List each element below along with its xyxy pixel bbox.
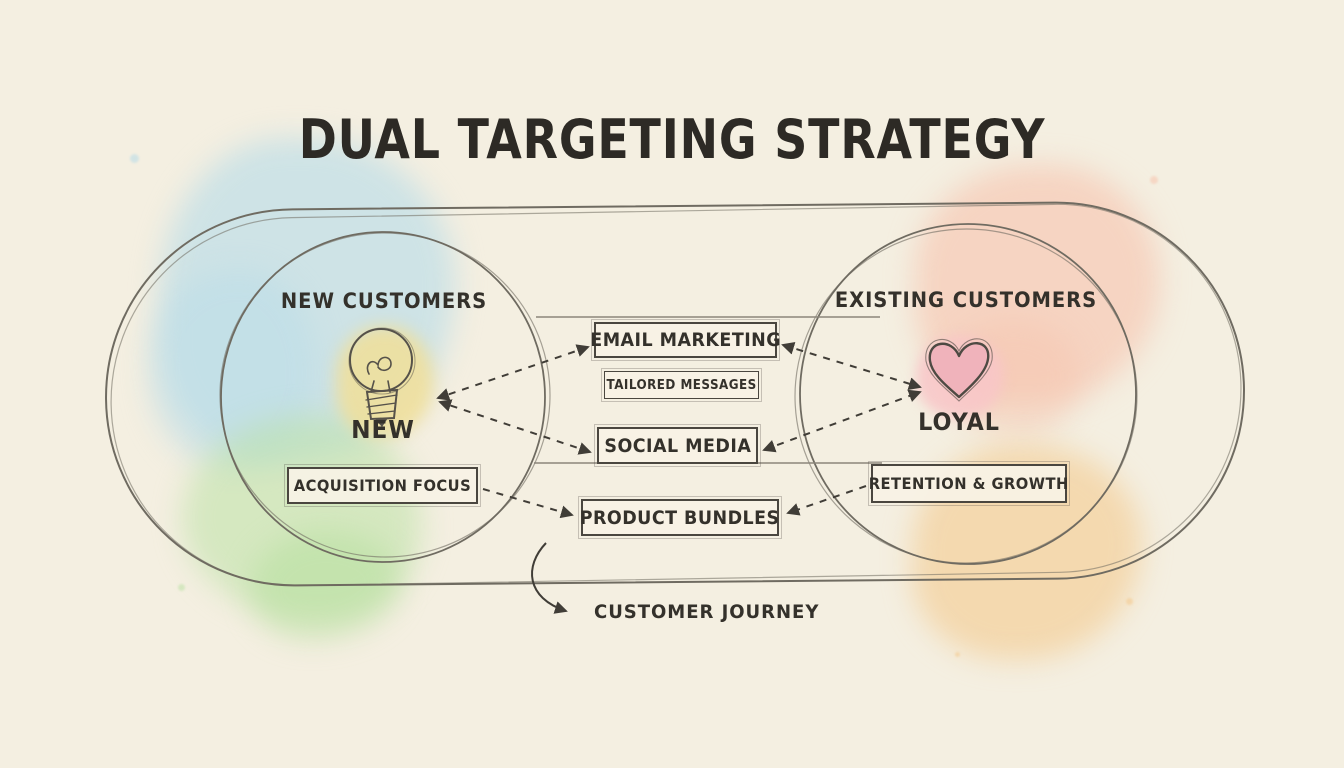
paint-speck bbox=[955, 652, 960, 657]
email-marketing-label: EMAIL MARKETING bbox=[590, 329, 781, 351]
paint-speck bbox=[178, 584, 185, 591]
page-title: DUAL TARGETING STRATEGY bbox=[298, 108, 1046, 171]
new-customers-heading: NEW CUSTOMERS bbox=[280, 289, 488, 313]
acquisition-focus-box: ACQUISITION FOCUS bbox=[284, 464, 481, 507]
social-media-box: SOCIAL MEDIA bbox=[594, 424, 761, 467]
acquisition-focus-label: ACQUISITION FOCUS bbox=[293, 476, 472, 495]
retention-growth-label: RETENTION & GROWTH bbox=[868, 474, 1070, 493]
arrow-heart-social bbox=[762, 389, 922, 453]
existing-customers-circle bbox=[794, 223, 1138, 565]
arrow-ret-bundles bbox=[786, 485, 867, 516]
product-bundles-box: PRODUCT BUNDLES bbox=[578, 496, 782, 539]
paint-speck bbox=[1126, 598, 1133, 605]
paint-speck bbox=[130, 154, 139, 163]
tailored-messages-box: TAILORED MESSAGES bbox=[601, 368, 762, 402]
retention-growth-box: RETENTION & GROWTH bbox=[868, 461, 1070, 506]
arrow-acq-bundles bbox=[482, 488, 574, 519]
arrow-bulb-social bbox=[438, 399, 592, 455]
arrow-bulb-email bbox=[436, 344, 590, 401]
lightbulb-icon bbox=[348, 327, 416, 427]
connector-arrows bbox=[436, 342, 922, 519]
tailored-messages-label: TAILORED MESSAGES bbox=[606, 377, 757, 393]
arrow-heart-email bbox=[781, 342, 922, 390]
customer-journey-label: CUSTOMER JOURNEY bbox=[594, 601, 820, 623]
email-marketing-box: EMAIL MARKETING bbox=[590, 319, 780, 361]
heart-icon bbox=[925, 338, 993, 402]
existing-customers-heading: EXISTING CUSTOMERS bbox=[834, 288, 1098, 312]
journey-arrow bbox=[531, 542, 568, 614]
loyal-label: LOYAL bbox=[918, 408, 1000, 436]
outer-loop-outline bbox=[105, 201, 1245, 587]
social-media-label: SOCIAL MEDIA bbox=[604, 434, 751, 457]
new-label: NEW bbox=[351, 415, 415, 444]
paint-speck bbox=[1150, 176, 1158, 184]
new-customers-circle bbox=[219, 231, 551, 563]
product-bundles-label: PRODUCT BUNDLES bbox=[580, 506, 780, 529]
